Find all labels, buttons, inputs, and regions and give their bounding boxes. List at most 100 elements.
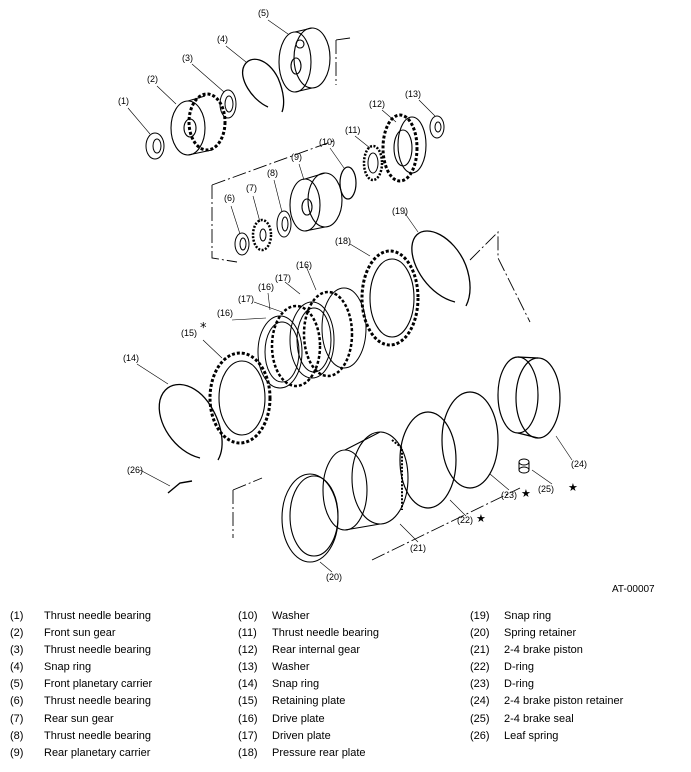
legend-item-number: (13) xyxy=(238,661,258,674)
legend-item: (20) Spring retainer xyxy=(470,625,623,642)
legend-item: (14) Snap ring xyxy=(238,676,379,693)
legend-item: (5)Front planetary carrier xyxy=(10,676,152,693)
legend-item-number: (25) xyxy=(470,712,490,725)
markers: * ★ ★ ★ xyxy=(200,321,578,525)
legend-item-label: Washer xyxy=(272,610,310,622)
assembly-outline-lines xyxy=(211,37,531,561)
star-marker-25: ★ xyxy=(568,481,578,494)
part-18-pressure-rear-plate xyxy=(360,249,420,347)
legend-item-number: (26) xyxy=(470,729,490,742)
callout-9: (9) xyxy=(291,152,302,162)
legend-item: (18) Pressure rear plate xyxy=(238,745,379,762)
legend-item-number: (2) xyxy=(10,627,24,640)
legend-item: (16)Drive plate xyxy=(238,711,379,728)
callout-5: (5) xyxy=(258,8,269,18)
legend-item-label: Thrust needle bearing xyxy=(44,644,152,657)
legend-item: (2) Front sun gear xyxy=(10,625,152,642)
legend-item-number: (17) xyxy=(238,729,258,742)
part-19-snap-ring xyxy=(411,230,471,307)
callout-20: (20) xyxy=(326,572,342,582)
part-26-leaf-spring xyxy=(167,480,193,494)
callout-8: (8) xyxy=(267,168,278,178)
legend-item-label: Thrust needle bearing xyxy=(44,729,152,742)
legend-item-number: (10) xyxy=(238,610,258,622)
legend-item-label: Snap ring xyxy=(44,661,92,674)
legend-item-number: (21) xyxy=(470,644,490,657)
callout-14: (14) xyxy=(123,353,139,363)
legend-item: (17) Driven plate xyxy=(238,728,379,745)
legend-item-number: (22) xyxy=(470,661,490,674)
legend-item-label: Thrust needle bearing xyxy=(272,627,380,640)
part-13-washer xyxy=(429,115,445,139)
part-5-front-planetary-carrier xyxy=(278,27,331,93)
legend-item: (9) Rear planetary carrier xyxy=(10,745,152,762)
part-23-d-ring xyxy=(441,391,499,489)
part-7-rear-sun-gear xyxy=(251,218,273,252)
legend-item-number: (4) xyxy=(10,661,24,674)
callout-23: (23) xyxy=(501,490,517,500)
part-9-rear-planetary-carrier xyxy=(289,172,343,232)
legend-item: (22) D-ring xyxy=(470,659,623,676)
legend-item-label: Driven plate xyxy=(272,729,331,742)
callout-22: (22) xyxy=(457,515,473,525)
legend-item: (21) 2-4 brake piston xyxy=(470,642,623,659)
legend-column-3: (19)Snap ring(20)Spring retainer(21)2-4 … xyxy=(470,608,623,745)
legend-item-label: Pressure rear plate xyxy=(272,746,366,759)
part-11-thrust-needle-bearing xyxy=(362,144,384,182)
part-22-d-ring xyxy=(399,411,457,509)
legend-item-number: (24) xyxy=(470,695,490,708)
legend-item: (3) Thrust needle bearing xyxy=(10,642,152,659)
legend-item-number: (19) xyxy=(470,610,490,622)
callout-24: (24) xyxy=(571,459,587,469)
callout-16a: (16) xyxy=(217,308,233,318)
legend-item-label: Snap ring xyxy=(272,678,320,691)
legend-item: (24) 2-4 brake piston retainer xyxy=(470,693,623,710)
asterisk-marker: * xyxy=(200,321,207,336)
legend-item-label: Washer xyxy=(272,661,310,674)
legend-item-label: D-ring xyxy=(504,661,534,674)
callout-10: (10) xyxy=(319,137,335,147)
legend-item-label: 2-4 brake piston retainer xyxy=(504,695,624,708)
legend-item-label: Spring retainer xyxy=(504,627,577,640)
legend-item: (7)Rear sun gear xyxy=(10,711,152,728)
legend-item-number: (8) xyxy=(10,729,24,742)
legend-item: (15)Retaining plate xyxy=(238,693,379,710)
part-14-snap-ring xyxy=(158,383,223,461)
part-21-brake-piston xyxy=(322,431,409,531)
callout-16b: (16) xyxy=(258,282,274,292)
callout-labels: (1) (2) (3) (4) (5) (6) (7) (8) (9) (10)… xyxy=(118,8,587,582)
legend-item-number: (7) xyxy=(10,712,24,725)
part-4-snap-ring xyxy=(242,58,285,113)
callout-19: (19) xyxy=(392,206,408,216)
legend-item-number: (3) xyxy=(10,644,24,657)
legend-item-label: Rear planetary carrier xyxy=(44,746,151,759)
legend-item-number: (12) xyxy=(238,644,258,657)
legend-item: (8) Thrust needle bearing xyxy=(10,728,152,745)
callout-6: (6) xyxy=(224,193,235,203)
legend-item-label: Thrust needle bearing xyxy=(44,695,152,708)
part-25-brake-seal xyxy=(518,458,530,474)
legend-item-label: D-ring xyxy=(504,678,534,691)
legend-item-number: (16) xyxy=(238,712,258,725)
legend-item-label: Front sun gear xyxy=(44,627,116,640)
legend-item-number: (9) xyxy=(10,746,24,759)
callout-13: (13) xyxy=(405,89,421,99)
legend-item-number: (20) xyxy=(470,627,490,640)
legend-item-number: (14) xyxy=(238,678,258,691)
callout-2: (2) xyxy=(147,74,158,84)
callout-11: (11) xyxy=(345,125,360,135)
part-20-spring-retainer xyxy=(281,473,339,563)
legend-item-number: (11) xyxy=(238,627,257,640)
legend-column-1: (1)Thrust needle bearing (2) Front sun gea… xyxy=(10,608,152,762)
legend-item: (13) Washer xyxy=(238,659,379,676)
legend-item: (1)Thrust needle bearing xyxy=(10,608,152,625)
legend-item: (26)Leaf spring xyxy=(470,728,623,745)
figure-id: AT-00007 xyxy=(612,584,655,595)
legend-item-number: (18) xyxy=(238,746,258,759)
legend-item-number: (5) xyxy=(10,678,24,691)
callout-7: (7) xyxy=(246,183,257,193)
legend-item-number: (23) xyxy=(470,678,490,691)
legend-item-label: 2-4 brake piston xyxy=(504,644,583,657)
legend-item-number: (6) xyxy=(10,695,24,708)
leader-lines xyxy=(127,19,573,573)
